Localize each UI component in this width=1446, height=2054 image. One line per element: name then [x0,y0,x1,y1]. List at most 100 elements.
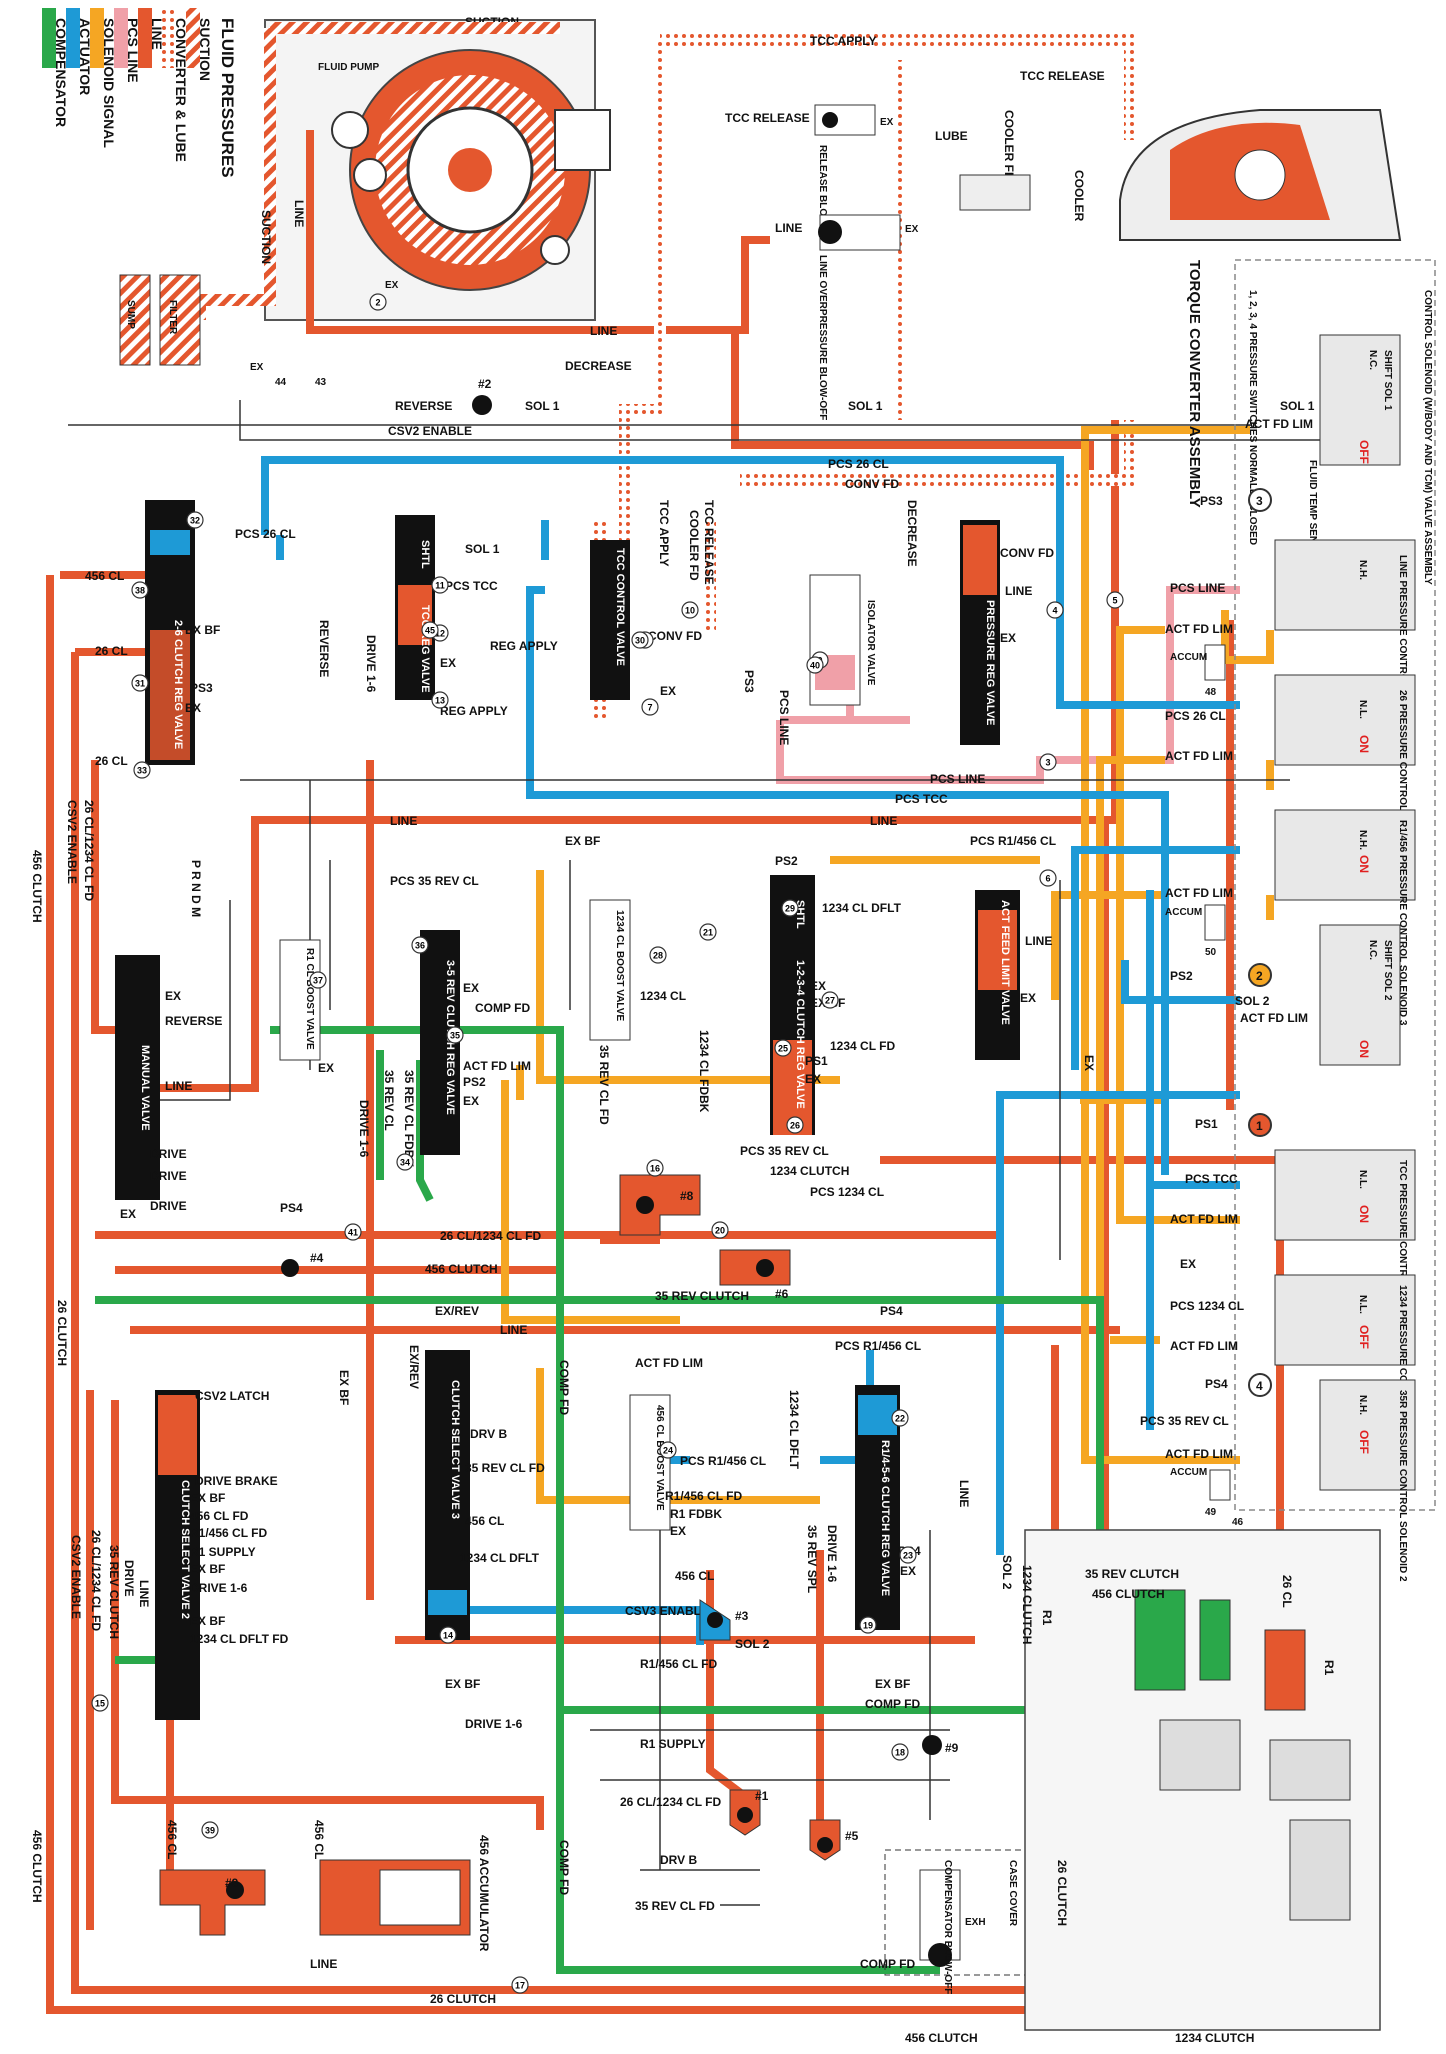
lbl-line-pr: LINE [1005,584,1032,598]
lbl-r1-supply-1: R1 SUPPLY [190,1545,256,1559]
valve-r1-cl-boost [279,939,321,1061]
orifice-circle [131,674,149,692]
tcc-release-top-label: TCC RELEASE [1020,69,1105,83]
valve-456-boost-label: 456 CL BOOST VALVE [654,1405,665,1511]
lbl-1234-cl-dflt-2: 1234 CL DFLT [460,1551,540,1565]
lbl-1234-dflt-fd: 1234 CL DFLT FD [190,1632,289,1646]
valve-isolator-label: ISOLATOR VALVE [865,600,876,686]
orifice-circle [891,1409,909,1427]
lbl-pcs-tcc-1: PCS TCC [445,579,498,593]
lbl-ex-7: EX [463,981,479,995]
orifice-circle [309,971,327,989]
pressure-switch-note: 1, 2, 3, 4 PRESSURE SWITCHES NORMALLY CL… [1247,290,1258,545]
valve-act-feed-limit-label: ACT FEED LIMIT VALVE [999,900,1011,1025]
orifice-number: 36 [415,941,425,951]
valve-tcc-reg-label: TCC REG VALVE [419,605,431,693]
sump [119,274,151,366]
lbl-ex-3: EX [660,684,676,698]
lbl-35-rev-clutch-1: 35 REV CLUTCH [655,1289,749,1303]
lbl-r1-456-cl-fd-2: R1/456 CL FD [190,1526,267,1540]
lbl-456-cl-2: 456 CL [465,1514,504,1528]
line-overpressure-label: LINE OVERPRESSURE BLOW-OFF [817,255,828,420]
pressure-switch-1 [1248,1113,1272,1137]
vlbl-1234-cl-fdbk: 1234 CL FDBK [697,1030,711,1113]
orifice-number: 7 [647,703,652,713]
lbl-drive-2: DRIVE [150,1169,187,1183]
tcc-apply-top-label: TCC APPLY [810,34,876,48]
lbl-reg-apply-2: REG APPLY [440,704,508,718]
check-balls: #8 #6 #4 #3 #9 #1 #5 #9 [159,1174,959,1936]
orifice-number: 30 [635,636,645,646]
lbl-ex-1: EX [185,701,201,715]
lbl-ex-13: EX [120,1207,136,1221]
valve-r1-cl-boost-label: R1 CL BOOST VALVE [304,948,315,1050]
lbl-ps4-2: PS4 [880,1304,903,1318]
legend-swatch-pcs-line [114,8,128,68]
check-ball-2-label: #2 [478,377,492,391]
lbl-35-rev-clutch-2: 35 REV CLUTCH [1085,1567,1179,1581]
shift-sol2-nc: N.C. [1367,940,1378,960]
fluid-pump-assembly: FLUID PUMP SUCTION [264,15,611,321]
lbl-35-rev-cl-fd-1: 35 REV CL FD [465,1461,545,1475]
lbl-line-6: LINE [500,1323,527,1337]
valve-tcc-control [590,540,630,700]
orifice-number: 27 [825,996,835,1006]
check-ball-6: #6 [775,1287,789,1301]
orifice-number: 31 [135,679,145,689]
lbl-pcs-26-cl-1: PCS 26 CL [828,457,889,471]
valve-pressure-reg-label: PRESSURE REG VALVE [984,600,996,726]
lbl-drive-1-6-2: DRIVE 1-6 [465,1717,523,1731]
filter-label: FILTER [167,300,178,335]
orifice-50: 50 [1205,947,1217,958]
sump-label: SUMP [125,300,136,329]
lbl-1234-cl-fd-1: 1234 CL FD [830,1039,895,1053]
vlbl-comp-fd-a: COMP FD [557,1360,571,1415]
lbl-act-fd-lim-3: ACT FD LIM [1165,749,1233,763]
shift-sol1-label: SHIFT SOL 1 [1382,350,1393,411]
orifice-number: 23 [903,1551,913,1561]
vlbl-drive-1-6-b: DRIVE 1-6 [357,1100,371,1158]
line-pressure-sol-nh: N.H. [1357,560,1368,580]
check-ball-7: #8 [680,1189,694,1203]
line-left-label: LINE [292,200,306,227]
actuator-circuits [261,456,1240,1645]
check-ball-4: #4 [310,1251,324,1265]
orifice-number: 45 [425,626,435,636]
lbl-act-fd-lim-10: ACT FD LIM [1165,1447,1233,1461]
vlbl-rev: EX/REV [407,1345,421,1389]
pressure-switch-4-label: 4 [1256,1379,1263,1393]
solenoid-panel-title: CONTROL SOLENOID (W/BODY AND TCM) VALVE … [1422,290,1433,585]
cooler-label: COOLER [1072,170,1086,222]
orifice-number: 37 [313,976,323,986]
lbl-pcs-r1-456-3: PCS R1/456 CL [680,1454,766,1468]
lbl-ex-11: EX [670,1524,686,1538]
orifice-number: 34 [400,1158,410,1168]
lbl-line-7: LINE [310,1957,337,1971]
lbl-ex-9: EX [1020,991,1036,1005]
orifice-circle [631,631,649,649]
lbl-456-cl-1: 456 CL [85,569,124,583]
orifice-circle [711,1221,729,1239]
vlbl-csv2-enable-b: CSV2 ENABLE [69,1535,83,1619]
case-cover-box [884,1849,1031,1976]
orifice-circle [786,1116,804,1134]
orifice-number: 16 [650,1164,660,1174]
lbl-1234-cl-1: 1234 CL [640,989,686,1003]
lbl-comp-fd-3: COMP FD [860,1957,915,1971]
ex-42-label: EX [385,280,399,291]
valve-456-boost [629,1394,671,1531]
legend-label-compensator: COMPENSATOR [53,18,69,127]
orifice-43: 43 [315,377,327,388]
orifice-number: 6 [1045,874,1050,884]
orifice-number: 18 [895,1748,905,1758]
orifice-number: 4 [1052,606,1057,616]
legend-swatch-line [138,8,152,68]
lbl-conv-fd-3: CONV FD [1000,546,1054,560]
orifice-circle [411,936,429,954]
vlbl-drive: DRIVE [122,1560,136,1597]
lbl-pcs-1234-1: PCS 1234 CL [810,1185,884,1199]
vlbl-reverse: REVERSE [317,620,331,677]
lbl-ps3-2: PS3 [190,681,213,695]
lbl-r1-456-cl-fd-3: R1/456 CL FD [640,1657,717,1671]
orifice-number: 12 [435,629,445,639]
